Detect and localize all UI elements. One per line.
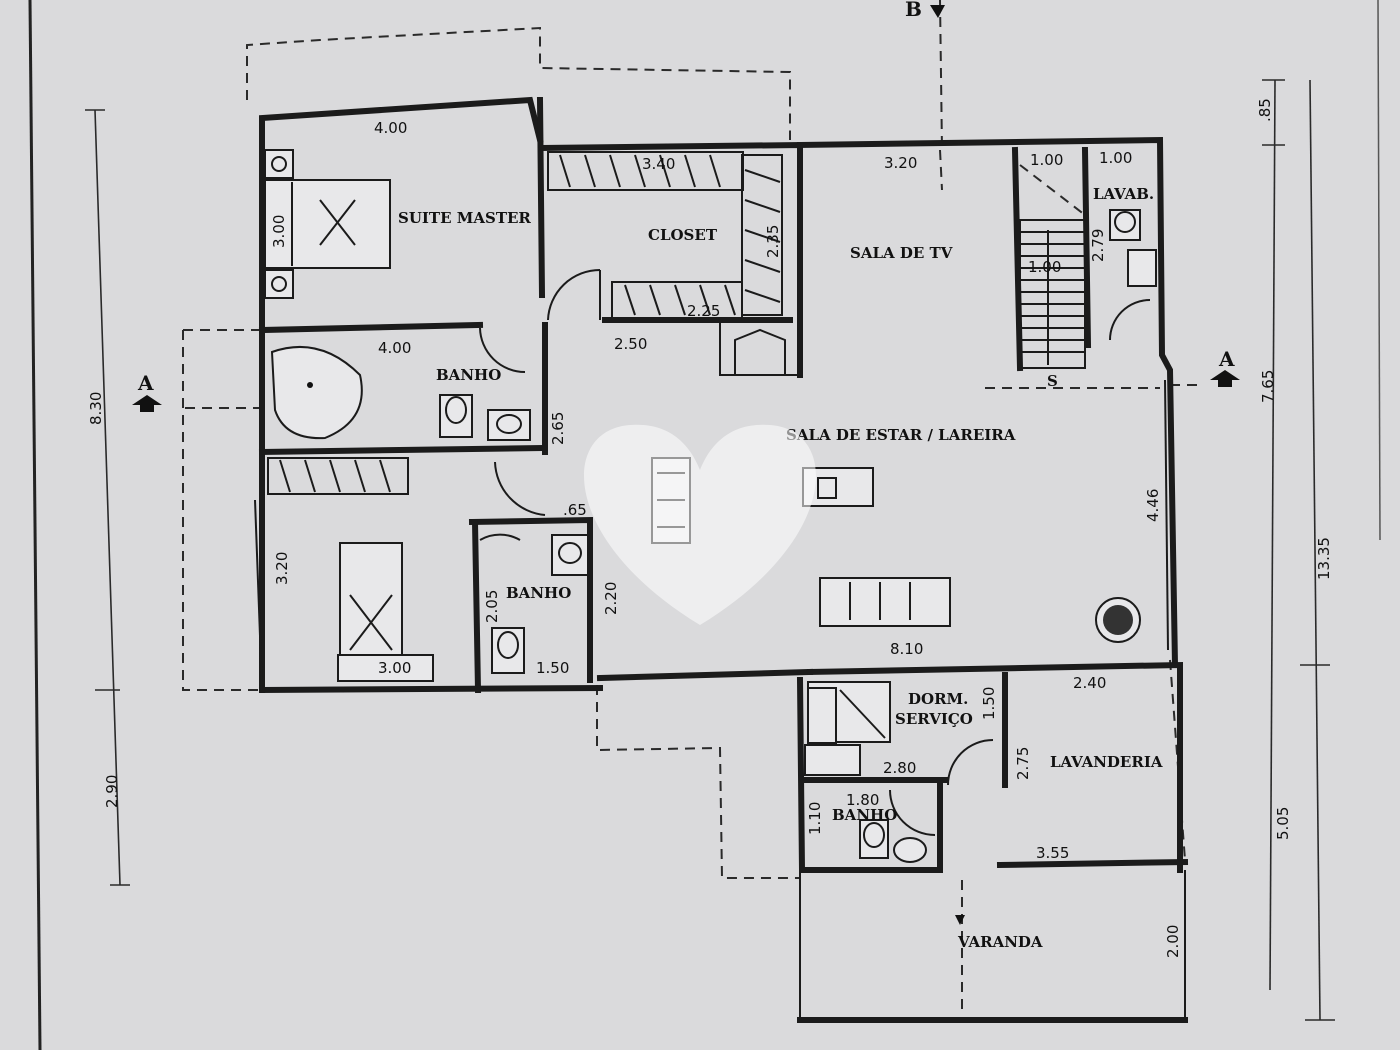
dim-varanda-depth: 2.00: [1164, 925, 1182, 958]
dim-left-lower: 2.90: [103, 775, 121, 808]
staircase: [1019, 164, 1086, 369]
room-varanda: VARANDA: [957, 933, 1043, 951]
door-swings: [479, 269, 1151, 836]
dim-tv-width: 3.20: [884, 154, 917, 172]
dim-right-mid: 7.65: [1259, 370, 1277, 403]
dashed-outline: [182, 0, 1200, 879]
dim-closet-top: 3.40: [642, 155, 675, 173]
room-dorm-servico-line2: SERVIÇO: [895, 710, 973, 728]
dim-bath2-depth: 2.05: [483, 590, 501, 623]
room-suite-master: SUITE MASTER: [398, 209, 531, 227]
dim-laundry-depth: 2.75: [1014, 747, 1032, 780]
dim-closet-corridor: 2.50: [614, 335, 647, 353]
dim-living-width: 8.10: [890, 640, 923, 658]
dim-hall-depth: 2.65: [549, 412, 567, 445]
bed-suite: [264, 179, 391, 269]
dim-stair-a: 1.00: [1030, 151, 1063, 169]
room-dorm-servico-line1: DORM.: [908, 690, 968, 708]
room-lavabo: LAVAB.: [1093, 185, 1154, 203]
section-markers: [132, 5, 1240, 412]
margin-line-right: [1377, 0, 1381, 541]
dim-dorm-depth: 1.50: [980, 687, 998, 720]
margin-line-left: [28, 0, 42, 1050]
dim-stair-c: 1.00: [1028, 258, 1061, 276]
dim-closet-bottom: 2.25: [687, 302, 720, 320]
room-lavanderia: LAVANDERIA: [1050, 753, 1163, 771]
varanda-outline: [797, 870, 1188, 1023]
dim-right-lower: 5.05: [1274, 807, 1292, 840]
room-sala-estar: SALA DE ESTAR / LAREIRA: [786, 426, 1016, 444]
dim-bath-suite-width: 4.00: [378, 339, 411, 357]
dim-left-upper: 8.30: [87, 392, 105, 425]
dim-suite-depth: 3.00: [270, 215, 288, 248]
dim-bath2-width: 1.50: [536, 659, 569, 677]
dim-living-depth: 4.46: [1144, 489, 1162, 522]
dim-bath2-side: 2.20: [602, 582, 620, 615]
room-banho-social: BANHO: [506, 584, 571, 602]
dim-right-top: .85: [1256, 98, 1274, 122]
dim-bedroom2-depth: 3.20: [273, 552, 291, 585]
bed-room2: [339, 542, 403, 656]
room-sala-tv: SALA DE TV: [850, 244, 953, 262]
dim-bath3-width: 1.80: [846, 791, 879, 809]
dim-right-total: 13.35: [1315, 537, 1333, 580]
dim-laundry-width: 2.40: [1073, 674, 1106, 692]
section-a-left: A: [137, 371, 154, 395]
section-b-top: B: [905, 0, 922, 21]
bathtub: [270, 345, 363, 440]
furniture: [264, 149, 1157, 863]
dim-stair-b: 1.00: [1099, 149, 1132, 167]
windows: [254, 105, 1169, 691]
room-banho-suite: BANHO: [436, 366, 501, 384]
room-closet: CLOSET: [648, 226, 718, 244]
dim-lavabo-depth: 2.79: [1089, 229, 1107, 262]
dim-door-gap: .65: [563, 501, 587, 519]
dim-dorm-width: 2.80: [883, 759, 916, 777]
dim-bedroom2-width: 3.00: [378, 659, 411, 677]
heart-watermark: [584, 424, 816, 625]
dim-suite-width: 4.00: [374, 119, 407, 137]
section-a-right: A: [1218, 347, 1235, 371]
room-banho-servico: BANHO: [832, 806, 897, 824]
dimension-lines: [85, 79, 1335, 1021]
dim-bath3-depth: 1.10: [806, 802, 824, 835]
wardrobes: [267, 151, 800, 495]
dim-laundry-bottom: 3.55: [1036, 844, 1069, 862]
stair-up-label: S: [1047, 372, 1058, 390]
dim-closet-side: 2.35: [764, 225, 782, 258]
walls: [258, 96, 1189, 874]
